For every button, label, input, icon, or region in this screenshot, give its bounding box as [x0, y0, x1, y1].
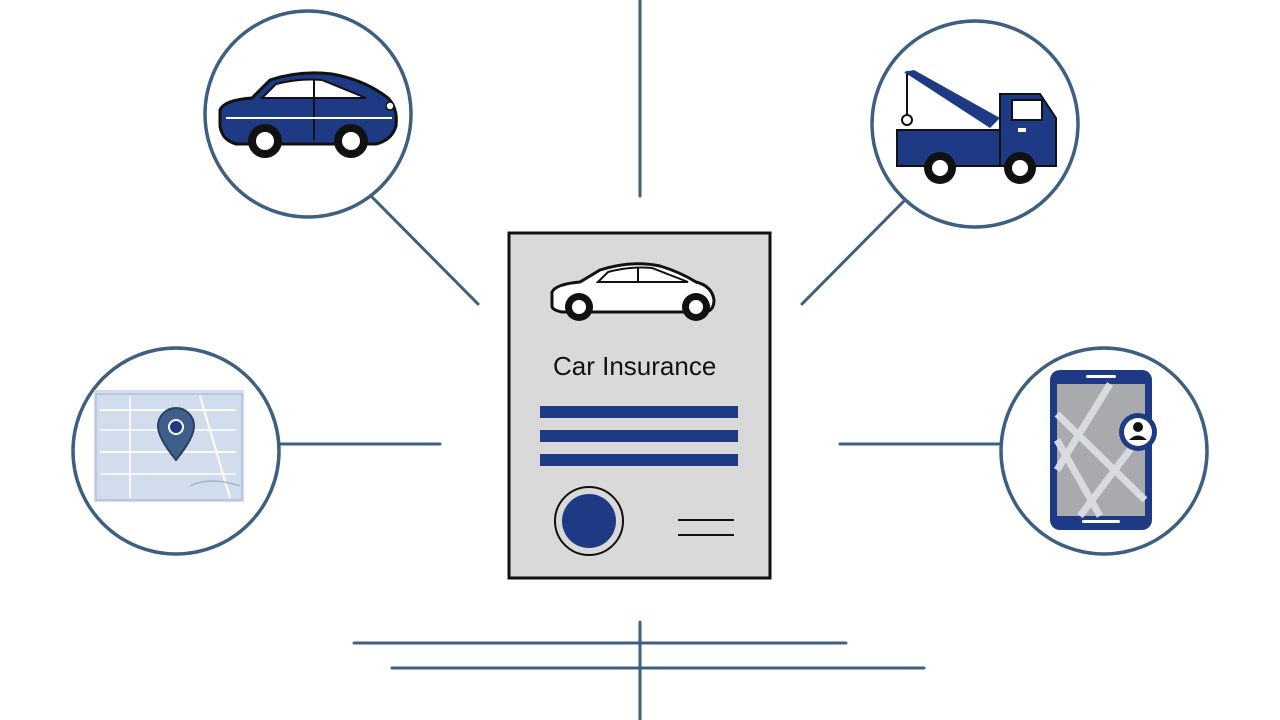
- document-title: Car Insurance: [553, 351, 716, 381]
- document-line-1: [540, 406, 738, 418]
- phone-node: [999, 346, 1209, 556]
- connector-top-right: [800, 198, 907, 306]
- connectors: [278, 0, 1002, 720]
- car-node: [203, 9, 413, 219]
- car-icon: [218, 71, 398, 158]
- connector-top-left: [370, 195, 480, 306]
- insurance-document: Car Insurance: [507, 231, 772, 580]
- phone-location-icon: [1050, 370, 1157, 530]
- document-line-3: [540, 454, 738, 466]
- map-location-icon: [94, 390, 244, 502]
- tow-truck-icon: [896, 70, 1057, 184]
- document-car-icon: [550, 262, 716, 321]
- map-node: [71, 346, 281, 556]
- document-line-2: [540, 430, 738, 442]
- document-seal: [554, 486, 624, 556]
- tow-truck-node: [870, 19, 1080, 229]
